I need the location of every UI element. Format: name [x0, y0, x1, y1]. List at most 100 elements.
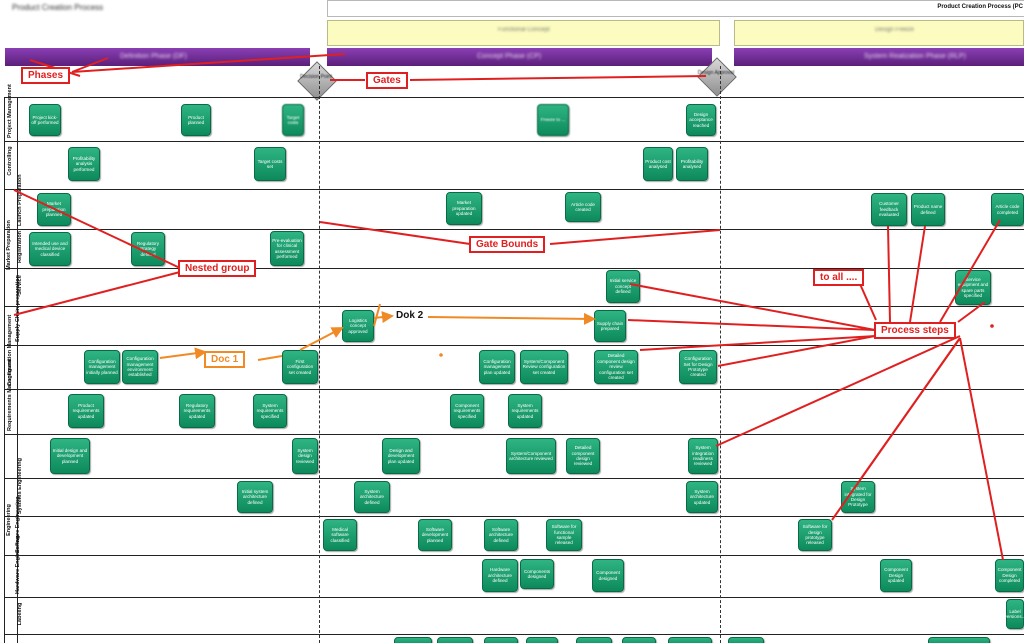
process-step[interactable]: System architecture defined — [354, 481, 390, 513]
process-step[interactable]: Detailed component design reviewed — [566, 438, 600, 474]
lane-divider — [4, 229, 1024, 230]
process-step[interactable]: Hardware architecture defined — [482, 559, 518, 592]
lane-divider — [4, 478, 1024, 479]
process-step[interactable]: Design and development plan updated — [382, 438, 420, 474]
process-step[interactable]: Article code created — [565, 192, 601, 222]
process-step-partial[interactable] — [394, 637, 432, 643]
process-step[interactable]: Target costs set — [254, 147, 286, 181]
subheader-design-freeze: Design Freeze — [734, 20, 1024, 46]
process-step[interactable]: Target costs — [282, 104, 304, 136]
process-step[interactable]: Configuration Set for Design Prototype c… — [679, 350, 717, 384]
process-step[interactable]: Intended use and medical device classifi… — [29, 232, 71, 266]
process-step[interactable]: System integrated for Design Prototype — [841, 481, 875, 513]
process-step[interactable]: Software architecture defined — [484, 519, 518, 551]
gate-bound-line — [720, 66, 721, 643]
process-step[interactable]: Regulatory strategy defined — [131, 232, 165, 266]
phase-label: System Realization Phase (RLP) — [864, 53, 966, 60]
process-step[interactable]: Regulatory requirements updated — [179, 394, 215, 428]
lane-divider — [4, 634, 1024, 635]
process-step-partial[interactable] — [484, 637, 518, 643]
process-step[interactable]: Market preparation updated — [446, 192, 482, 225]
gate-label: Decision Point — [300, 74, 332, 80]
phase-bar-concept: Concept Phase (CP) — [327, 48, 712, 66]
process-step[interactable]: Configuration management plan updated — [479, 350, 515, 384]
process-step[interactable]: Customer feedback evaluated — [871, 193, 907, 226]
gate-label: Design Approval — [697, 70, 735, 76]
process-step[interactable]: Medical software classified — [323, 519, 357, 551]
process-step[interactable]: Configuration management environment est… — [122, 350, 158, 384]
lane-divider — [4, 434, 1024, 435]
callout-gates: Gates — [366, 72, 408, 89]
lane-border-left — [4, 97, 5, 643]
process-step[interactable]: Components designed — [520, 559, 554, 589]
process-step[interactable]: System architecture updated — [686, 481, 718, 513]
process-step[interactable]: Pre-evaluation for clinical assessment p… — [270, 231, 304, 266]
process-step[interactable]: Project kick-off performed — [29, 104, 61, 136]
process-step[interactable]: Profitability analysis performed — [68, 147, 100, 181]
process-step[interactable]: Software development planned — [418, 519, 452, 551]
subheader-label: Design Freeze — [875, 27, 915, 33]
lane-divider — [4, 597, 1024, 598]
lane-divider — [4, 141, 1024, 142]
process-step-partial[interactable] — [928, 637, 990, 643]
diagram-title-box: Product Creation Process (PC — [327, 0, 1024, 17]
callout-process-steps: Process steps — [874, 322, 956, 339]
process-step[interactable]: Component designed — [592, 559, 624, 592]
process-step[interactable]: Profitability analysed — [676, 147, 708, 181]
callout-doc1: Doc 1 — [204, 351, 246, 368]
process-step-partial[interactable] — [526, 637, 558, 643]
lane-divider — [4, 189, 1024, 190]
process-step[interactable]: System requirements specified — [253, 394, 287, 428]
lane-divider — [4, 345, 1024, 346]
process-step-partial[interactable] — [668, 637, 712, 643]
label-dok2: Dok 2 — [396, 310, 424, 321]
process-step[interactable]: Component requirements specified — [450, 394, 484, 428]
process-step[interactable]: Configuration management initially plann… — [84, 350, 120, 384]
process-step[interactable]: Component Design updated — [880, 559, 912, 592]
phase-label: Concept Phase (CP) — [477, 53, 542, 60]
app-title: Product Creation Process — [12, 3, 104, 12]
process-step[interactable]: First configuration set created — [282, 350, 318, 384]
process-step[interactable]: Product requirements updated — [68, 394, 104, 428]
callout-gate-bounds: Gate Bounds — [469, 236, 546, 253]
process-step[interactable]: Software for design prototype released — [798, 519, 832, 551]
process-step[interactable]: Product planned — [181, 104, 211, 136]
process-step[interactable]: System/Component architecture reviewed — [506, 438, 556, 474]
process-step[interactable]: Initial system architecture defined — [237, 481, 273, 513]
lane-label-column — [17, 97, 18, 643]
phase-label: Definition Phase (DF) — [120, 53, 187, 60]
diagram-title: Product Creation Process (PC — [937, 4, 1023, 10]
process-step[interactable]: Initial service concept defined — [606, 270, 640, 303]
process-step[interactable]: Detailed component design review configu… — [594, 350, 638, 384]
process-step[interactable]: Component Design completed — [995, 559, 1024, 592]
process-step[interactable]: System/Component Review configuration se… — [520, 350, 568, 384]
lane-divider — [4, 97, 1024, 98]
lane-divider — [4, 555, 1024, 556]
process-step[interactable]: Logistics concept approved — [342, 310, 374, 342]
process-step[interactable]: System integration readiness reviewed — [688, 438, 718, 474]
process-step[interactable]: System design reviewed — [292, 438, 318, 474]
callout-to-all: to all .... — [813, 269, 865, 286]
process-step[interactable]: Market preparation planned — [37, 193, 71, 226]
process-step-partial[interactable] — [437, 637, 473, 643]
process-step[interactable]: System requirements updated — [508, 394, 542, 428]
process-step-partial[interactable] — [622, 637, 656, 643]
callout-nested-group: Nested group — [178, 260, 257, 277]
process-step-partial[interactable] — [728, 637, 764, 643]
process-step[interactable]: Product cost analysed — [643, 147, 673, 181]
process-step[interactable]: Product name defined — [911, 193, 945, 226]
gate-bound-line — [319, 66, 320, 643]
subheader-functional-concept: Functional Concept — [327, 20, 720, 46]
process-step[interactable]: Software for functional sample released — [546, 519, 582, 551]
process-step[interactable]: Initial design and development planned — [50, 438, 90, 474]
process-step[interactable]: Freeze to ... — [537, 104, 569, 136]
subheader-label: Functional Concept — [498, 27, 550, 33]
process-step[interactable]: Supply chain prepared — [594, 310, 626, 342]
process-step[interactable]: Design acceptance reached — [686, 104, 716, 136]
lane-divider — [4, 306, 1024, 307]
phase-bar-realization: System Realization Phase (RLP) — [734, 48, 1024, 66]
process-step[interactable]: Article code completed — [991, 193, 1024, 226]
process-step-partial[interactable] — [576, 637, 612, 643]
